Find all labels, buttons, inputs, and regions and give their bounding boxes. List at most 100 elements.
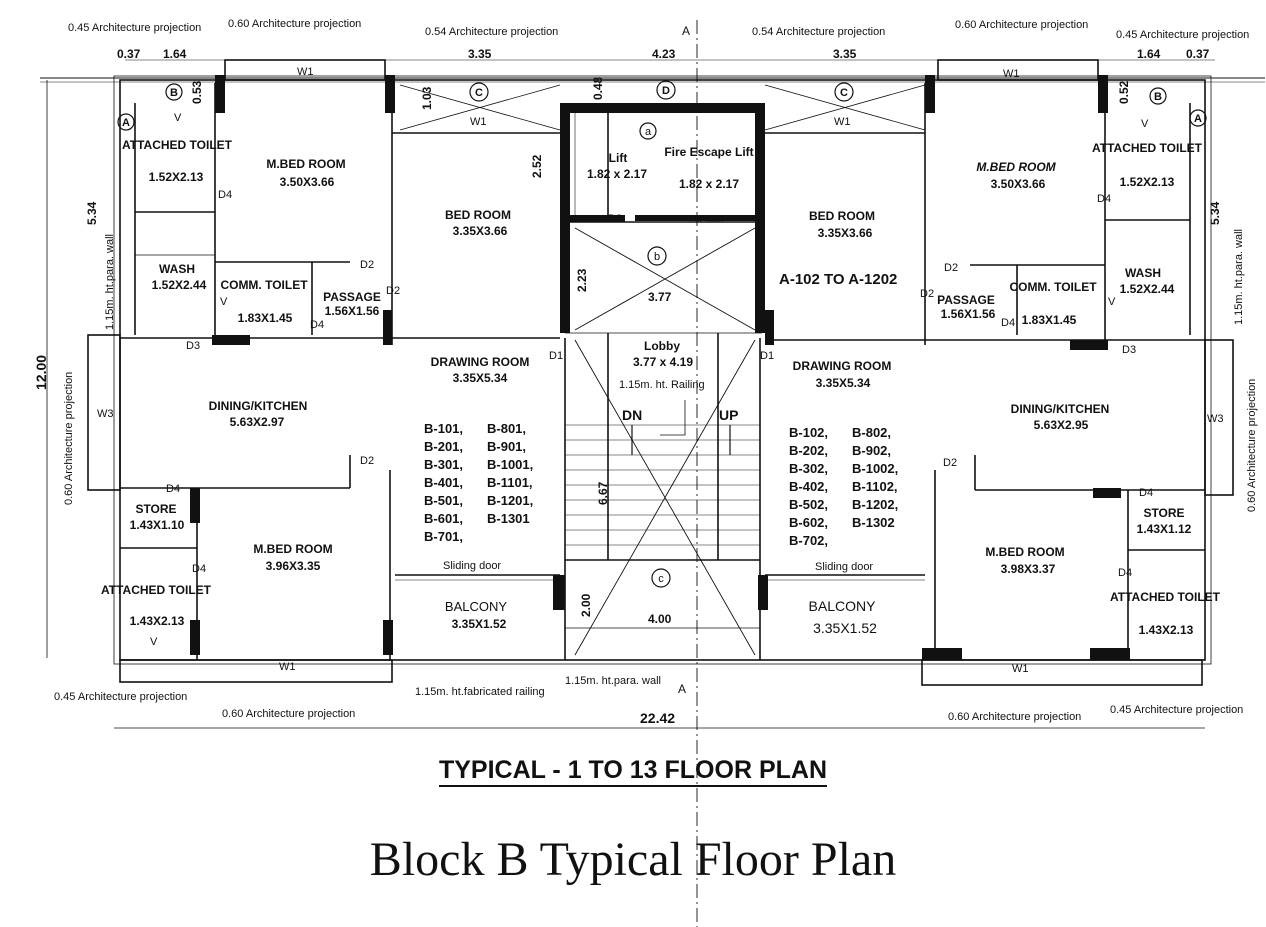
flat-number: B-1002, <box>852 461 898 476</box>
left-comm-toilet-size: 1.83X1.45 <box>238 311 293 325</box>
right-att2-name: ATTACHED TOILET <box>1110 590 1221 604</box>
door-d2-bed-right: D2 <box>920 288 934 300</box>
proj-045-top-right: 0.45 Architecture projection <box>1116 29 1249 41</box>
flat-number: B-602, <box>789 515 828 530</box>
door-d1-right: D1 <box>760 350 774 362</box>
left-att2-size: 1.43X2.13 <box>130 614 185 628</box>
vent-v-left-top: V <box>174 112 182 124</box>
note-fire-door: FIRE DOOR <box>690 218 724 224</box>
flat-number: B-401, <box>424 475 463 490</box>
note-fabricated-railing: 1.15m. ht.fabricated railing <box>415 686 545 698</box>
door-d2-lift: D2 <box>608 213 622 225</box>
right-wash-size: 1.52X2.44 <box>1120 282 1175 296</box>
right-att-toilet-size: 1.52X2.13 <box>1120 175 1175 189</box>
dim-200: 2.00 <box>579 593 593 617</box>
dimension-labels: 0.37 1.64 3.35 4.23 3.35 1.64 0.37 0.48 … <box>33 47 1222 726</box>
flat-number: B-1001, <box>487 457 533 472</box>
right-comm-toilet-size: 1.83X1.45 <box>1022 313 1077 327</box>
window-w1-top-left: W1 <box>297 66 314 78</box>
window-w1-top-right: W1 <box>1003 68 1020 80</box>
left-bed-size: 3.35X3.66 <box>453 224 508 238</box>
flat-number: B-501, <box>424 493 463 508</box>
lobby-size: 3.77 x 4.19 <box>633 355 693 369</box>
flat-number: B-1302 <box>852 515 895 530</box>
flat-number: B-1201, <box>487 493 533 508</box>
proj-054-top-right: 0.54 Architecture projection <box>752 26 885 38</box>
note-sliding-door-left: Sliding door <box>443 560 501 572</box>
dim-223: 2.23 <box>575 268 589 292</box>
flat-number: B-701, <box>424 529 463 544</box>
marker-A-left: A <box>122 117 130 129</box>
proj-060-top-left: 0.60 Architecture projection <box>228 18 361 30</box>
flat-number: B-201, <box>424 439 463 454</box>
stair-down-label: DN <box>622 407 642 423</box>
note-lobby-railing: 1.15m. ht. Railing <box>619 379 705 391</box>
wall-lines <box>40 20 1265 927</box>
marker-B-left: B <box>170 87 178 99</box>
stair-up-label: UP <box>719 407 738 423</box>
lobby-name: Lobby <box>644 339 680 353</box>
dim-053-left: 0.53 <box>190 80 204 104</box>
flat-number: B-202, <box>789 443 828 458</box>
right-passage-name: PASSAGE <box>937 293 995 307</box>
right-drawing-name: DRAWING ROOM <box>793 359 892 373</box>
dim-400: 4.00 <box>648 612 672 626</box>
lift-name: Lift <box>609 151 628 165</box>
right-bed-name: BED ROOM <box>809 209 875 223</box>
left-wash-name: WASH <box>159 262 195 276</box>
projection-labels: 0.45 Architecture projection 0.60 Archit… <box>54 18 1258 723</box>
flat-number: B-601, <box>424 511 463 526</box>
flat-number: B-902, <box>852 443 891 458</box>
dim-052-right: 0.52 <box>1117 80 1131 104</box>
plan-caption: Block B Typical Floor Plan <box>369 833 897 886</box>
marker-C-right: C <box>840 87 848 99</box>
door-d1-left: D1 <box>549 350 563 362</box>
dim-2242: 22.42 <box>640 710 675 726</box>
door-d4-comm-left: D4 <box>310 319 324 331</box>
note-para-wall-left: 1.15m. ht.para. wall <box>104 234 116 330</box>
marker-labels: a b c B B A A C C D <box>122 85 1202 585</box>
door-d3-left: D3 <box>186 340 200 352</box>
dim-667: 6.67 <box>596 481 610 505</box>
section-a-bottom: A <box>678 682 686 696</box>
left-passage-name: PASSAGE <box>323 290 381 304</box>
left-mbed2-name: M.BED ROOM <box>253 542 332 556</box>
note-para-wall-bottom: 1.15m. ht.para. wall <box>565 675 661 687</box>
dim-164-right: 1.64 <box>1137 47 1161 61</box>
right-wash-name: WASH <box>1125 266 1161 280</box>
marker-B-right: B <box>1154 91 1162 103</box>
dim-423: 4.23 <box>652 47 676 61</box>
right-comm-toilet-name: COMM. TOILET <box>1009 280 1097 294</box>
door-d2-passage-left: D2 <box>360 259 374 271</box>
left-drawing-name: DRAWING ROOM <box>431 355 530 369</box>
window-w1-balcony-right: W1 <box>834 116 851 128</box>
proj-060-top-right: 0.60 Architecture projection <box>955 19 1088 31</box>
flat-number: B-802, <box>852 425 891 440</box>
note-para-wall-right: 1.15m. ht.para. wall <box>1233 229 1245 325</box>
dim-335-left: 3.35 <box>468 47 492 61</box>
door-d4-att2-left: D4 <box>192 563 206 575</box>
left-mbed-size: 3.50X3.66 <box>280 175 335 189</box>
right-unit-rooms: ATTACHED TOILET 1.52X2.13 M.BED ROOM 3.5… <box>793 141 1221 637</box>
right-mbed2-name: M.BED ROOM <box>985 545 1064 559</box>
vent-v-right-comm: V <box>1108 296 1116 308</box>
dim-048: 0.48 <box>591 76 605 100</box>
dim-103: 1.03 <box>420 86 434 110</box>
left-store-size: 1.43X1.10 <box>130 518 185 532</box>
wall-solids <box>190 75 1130 660</box>
flat-number: B-302, <box>789 461 828 476</box>
note-sliding-door-right: Sliding door <box>815 561 873 573</box>
proj-054-top-left: 0.54 Architecture projection <box>425 26 558 38</box>
door-d4-store-left: D4 <box>166 483 180 495</box>
flat-number: B-502, <box>789 497 828 512</box>
right-att2-size: 1.43X2.13 <box>1139 623 1194 637</box>
flat-number: B-1301 <box>487 511 530 526</box>
flat-number: B-1202, <box>852 497 898 512</box>
right-mbed2-size: 3.98X3.37 <box>1001 562 1056 576</box>
flat-number: B-801, <box>487 421 526 436</box>
lift-size: 1.82 x 2.17 <box>587 167 647 181</box>
right-att-toilet-name: ATTACHED TOILET <box>1092 141 1203 155</box>
door-d2-mbed2-right: D2 <box>943 457 957 469</box>
proj-060-bottom-left: 0.60 Architecture projection <box>222 708 355 720</box>
left-att-toilet-size: 1.52X2.13 <box>149 170 204 184</box>
